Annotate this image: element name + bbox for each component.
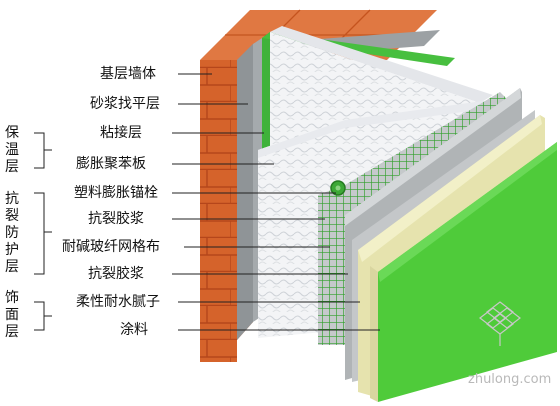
- label-eps-board: 膨胀聚苯板: [76, 156, 146, 172]
- label-mortar-levelling: 砂浆找平层: [90, 96, 160, 112]
- group-insulation-layer: 保温层: [5, 125, 19, 175]
- brick-front-face: [200, 60, 237, 362]
- label-plastic-anchor: 塑料膨胀锚栓: [74, 185, 158, 201]
- eps-edge: [258, 100, 492, 158]
- label-anti-crack-mortar-1: 抗裂胶浆: [88, 211, 144, 227]
- eps-top: [270, 26, 493, 103]
- label-adhesive-layer: 粘接层: [100, 125, 142, 141]
- mesh-band: [318, 195, 345, 345]
- label-coating: 涂料: [120, 322, 148, 338]
- label-base-wall: 基层墙体: [100, 66, 156, 82]
- finish-green: [378, 142, 557, 402]
- watermark-logo: [479, 301, 521, 346]
- watermark-text: zhulong.com: [468, 372, 552, 387]
- group-finish-layer: 饰面层: [5, 290, 19, 340]
- leader-lines: [34, 73, 380, 331]
- label-flexible-putty: 柔性耐水腻子: [76, 294, 160, 310]
- label-fiberglass-mesh: 耐碱玻纤网格布: [62, 239, 160, 255]
- mortar-front: [237, 44, 253, 340]
- group-crack-protection-layer: 抗裂防护层: [5, 191, 19, 275]
- label-anti-crack-mortar-2: 抗裂胶浆: [88, 266, 144, 282]
